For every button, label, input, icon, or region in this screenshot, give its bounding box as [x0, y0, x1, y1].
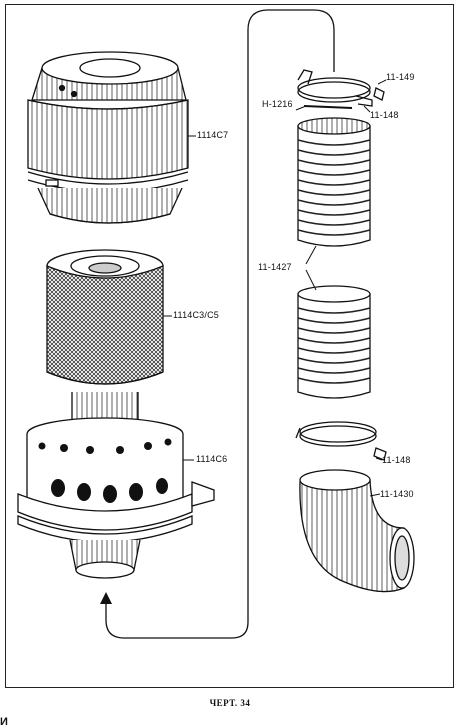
label-housing: 1114C6 — [196, 454, 228, 464]
elbow-pipe — [299, 469, 415, 593]
lower-clamp — [295, 421, 387, 461]
label-cover: 1114C7 — [197, 130, 229, 140]
label-clamp-upper: 11-148 — [370, 110, 399, 120]
filter-element — [46, 249, 164, 385]
label-filter-element: 1114C3/C5 — [173, 310, 219, 320]
corner-mark: И — [0, 716, 8, 728]
label-clamp-bolt: H-1216 — [262, 99, 293, 109]
filter-housing — [17, 392, 215, 579]
lower-hose — [297, 285, 371, 399]
filter-cover — [27, 51, 189, 224]
upper-clamp — [297, 69, 385, 109]
figure-frame — [5, 4, 454, 688]
leader-lines — [163, 79, 387, 497]
flow-path-line — [105, 9, 335, 639]
label-hose: 11-1427 — [258, 262, 292, 272]
label-clamp-lower: 11-148 — [382, 455, 411, 465]
label-clamp-nut: 11-149 — [386, 72, 415, 82]
label-elbow: 11-1430 — [380, 489, 414, 499]
figure-caption: ЧЕРТ. 34 — [209, 698, 251, 708]
flow-arrow-icon — [100, 592, 112, 604]
upper-hose — [297, 117, 371, 247]
